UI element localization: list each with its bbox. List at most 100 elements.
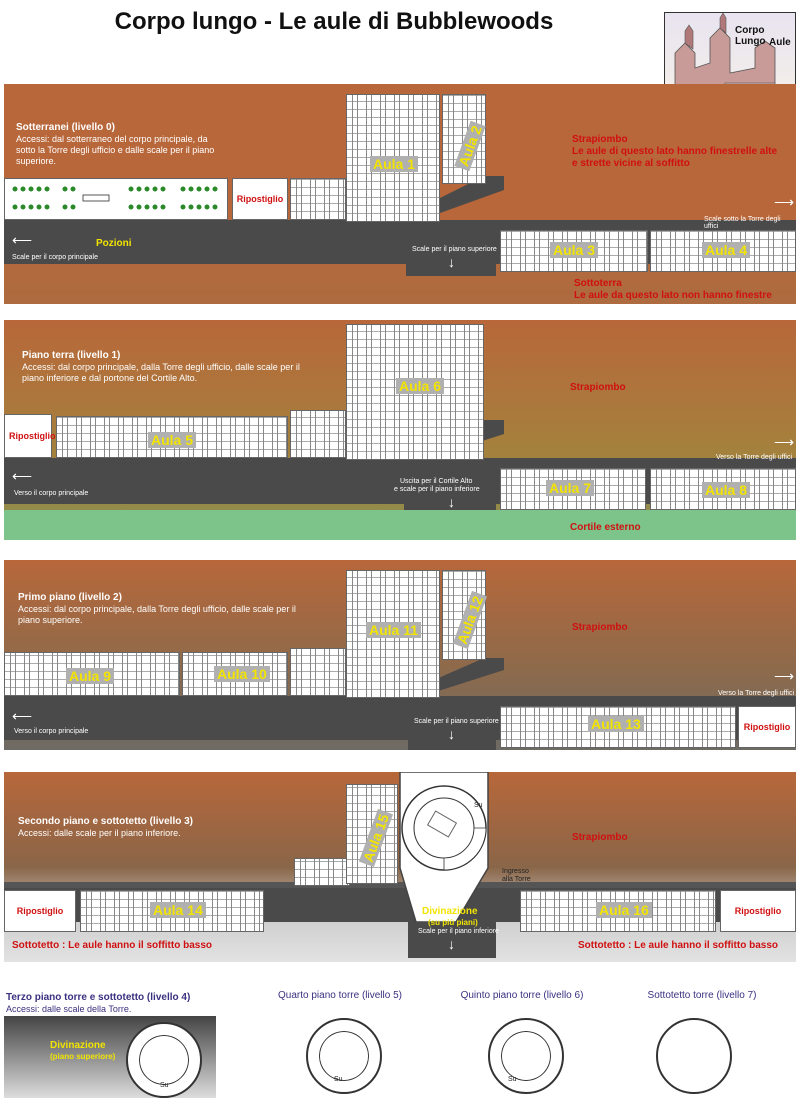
aula-9-label: Aula 9 [66,668,115,684]
level-3-sottotetto-left: Sottotetto : Le aule hanno il soffitto b… [12,940,212,951]
aula-8-label: Aula 8 [702,482,751,498]
aula-1-label: Aula 1 [370,156,419,172]
level-3-panel: Secondo piano e sottotetto (livello 3) A… [4,772,796,962]
aula-3-label: Aula 3 [550,242,599,258]
level-4-stair-ring [132,1028,196,1092]
level-2-title: Primo piano (livello 2) [18,592,122,603]
level-0-title: Sotterranei (livello 0) [16,122,115,133]
right-arrow-icon: ⟶ [774,434,795,450]
left-arrow-icon: ⟵ [12,232,33,248]
cortile-esterno [4,510,796,540]
level-2-ripostiglio: Ripostiglio [738,706,796,748]
level-6-title: Quinto piano torre (livello 6) [460,990,584,1001]
level-0-stairwell [406,244,496,276]
level-0-panel: Sotterranei (livello 0) Accessi: dal sot… [4,84,796,304]
level-0-ripostiglio: Ripostiglio [232,178,288,220]
level-1-note-right: Verso la Torre degli uffici [716,454,793,461]
level-5-title: Quarto piano torre (livello 5) [278,990,402,1001]
aula-9-room [4,652,180,696]
level-0-bathroom [290,178,346,220]
level-2-note-mid: Scale per il piano superiore [414,718,499,725]
level-3-bathroom [294,858,350,886]
level-0-note-left: Scale per il corpo principale [12,254,98,261]
down-arrow-icon: ↓ [448,726,455,742]
level-4-su-label: Su [160,1082,169,1089]
level-3-strapiombo: Strapiombo [572,832,628,843]
page-title: Corpo lungo - Le aule di Bubblewoods [114,8,554,35]
level-1-ripostiglio: Ripostiglio [4,414,56,458]
left-arrow-icon: ⟵ [12,708,33,724]
level-6-su-label: Su [508,1076,517,1083]
level-3-ripostiglio-right: Ripostiglio [720,890,796,932]
level-3-stairwell [408,922,496,958]
aula-6-label: Aula 6 [396,378,445,394]
aula-11-label: Aula 11 [366,622,422,638]
level-3-title: Secondo piano e sottotetto (livello 3) [18,816,194,827]
thumbnail-title: Corpo Lungo [735,25,766,47]
pozioni-room [4,178,228,220]
level-1-note-mid1: Uscita per il Cortile Alto [400,478,473,485]
level-0-sottoterra: Sottoterra [574,278,622,289]
level-5-su-label: Su [334,1076,343,1083]
right-arrow-icon: ⟶ [774,668,795,684]
ingresso-sublabel: alla Torre [502,876,531,883]
level-3-su-label: Su [474,802,483,809]
level-3-roofline [4,882,796,890]
level-1-bathroom [290,410,346,458]
level-1-note-left: Verso il corpo principale [14,490,89,497]
aula-4-room [650,230,796,272]
left-arrow-icon: ⟵ [12,468,33,484]
level-4-panel: Divinazione (piano superiore) Su [4,1016,216,1098]
level-1-access: Accessi: dal corpo principale, dalla Tor… [22,362,300,383]
aula-4-label: Aula 4 [702,242,751,258]
level-4-access: Accessi: dalle scale della Torre. [6,1004,132,1014]
divinazione-tower [399,772,489,922]
level-2-panel: Primo piano (livello 2) Accessi: dal cor… [4,560,796,750]
level-1-title: Piano terra (livello 1) [22,350,121,361]
level-2-note-right: Verso la Torre degli uffici [718,690,795,697]
divinazione-label: Divinazione [422,906,478,917]
right-arrow-icon: ⟶ [774,194,795,210]
level-4-divinazione-label: Divinazione [50,1040,106,1051]
pozioni-label: Pozioni [96,238,132,249]
level-0-sottoterra-note: Le aule da questo lato non hanno finestr… [574,290,772,301]
down-arrow-icon: ↓ [448,936,455,952]
aula-10-label: Aula 10 [214,666,270,682]
level-3-ripostiglio-left: Ripostiglio [4,890,76,932]
aula-7-label: Aula 7 [546,480,595,496]
level-0-note-mid: Scale per il piano superiore [412,246,497,253]
level-4-title: Terzo piano torre e sottotetto (livello … [6,992,191,1003]
level-1-cortile-label: Cortile esterno [570,522,641,533]
aula-15-room [346,784,398,884]
divinazione-sublabel: (su più piani) [428,918,478,927]
level-2-access: Accessi: dal corpo principale, dalla Tor… [18,604,296,625]
level-1-panel: Piano terra (livello 1) Accessi: dal cor… [4,320,796,540]
level-2-stairwell [408,728,496,750]
level-2-note-left: Verso il corpo principale [14,728,89,735]
level-5-stair-ring [312,1024,376,1088]
level-1-note-mid2: e scale per il piano inferiore [394,486,480,493]
level-0-note-right: Scale sotto la Torre degli uffici [704,216,781,230]
aula-14-label: Aula 14 [150,902,206,918]
down-arrow-icon: ↓ [448,254,455,270]
ingresso-label: Ingresso [502,868,529,875]
aula-16-label: Aula 16 [596,902,652,918]
level-7-title: Sottotetto torre (livello 7) [647,990,757,1001]
level-4-divinazione-sublabel: (piano superiore) [50,1052,116,1061]
level-7-tower-circle [656,1018,732,1094]
level-0-access: Accessi: dal sotterraneo del corpo princ… [16,134,215,166]
level-1-strapiombo: Strapiombo [570,382,626,393]
level-6-stair-ring [494,1024,558,1088]
aula-13-label: Aula 13 [588,716,644,732]
aula-5-label: Aula 5 [148,432,197,448]
level-3-sottotetto-right: Sottotetto : Le aule hanno il soffitto b… [578,940,778,951]
level-0-strapiombo-note2: e strette vicine al soffitto [572,158,690,169]
level-3-access: Accessi: dalle scale per il piano inferi… [18,828,181,838]
level-3-note-mid: Scale per il piano inferiore [418,928,499,935]
level-2-strapiombo: Strapiombo [572,622,628,633]
level-0-strapiombo-note: Le aule di questo lato hanno finestrelle… [572,146,778,157]
aula-16-room [520,890,716,932]
thumbnail-subtitle: Aule [769,37,791,48]
level-2-bathroom [290,648,346,696]
level-0-strapiombo: Strapiombo [572,134,628,145]
